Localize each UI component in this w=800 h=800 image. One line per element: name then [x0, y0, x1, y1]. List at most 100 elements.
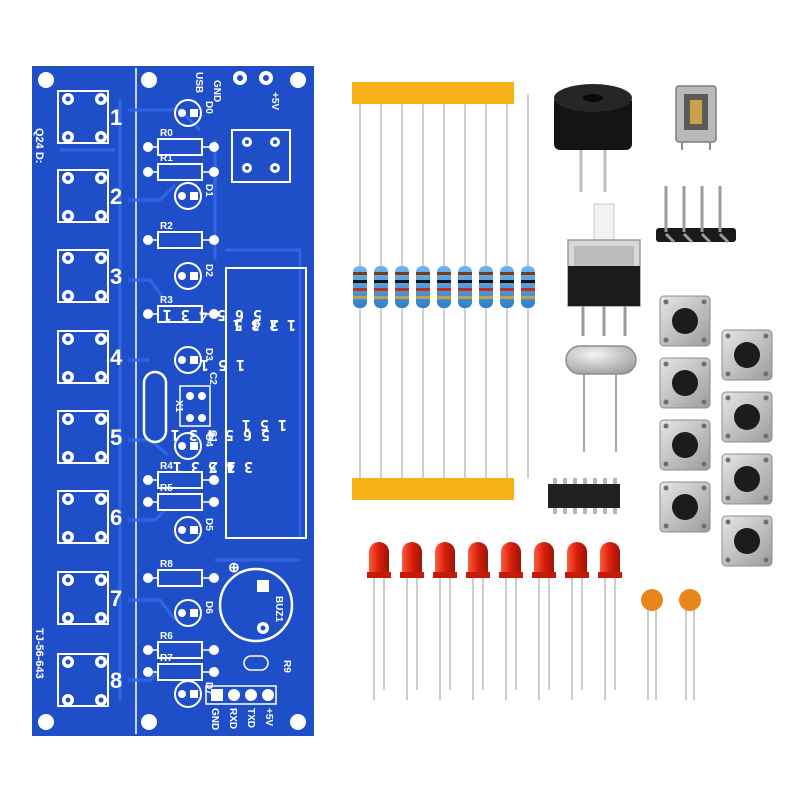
song-row-3: 1 5 1	[200, 356, 245, 374]
resistor-2	[395, 104, 409, 478]
ceramic-capacitors	[641, 589, 701, 700]
usb-header: USB GND +5V	[193, 71, 280, 110]
tactile-button-3	[659, 357, 711, 409]
pcb-resistor-2: R2	[143, 221, 219, 249]
buzzer-component	[554, 84, 632, 192]
tactile-buttons	[659, 295, 773, 567]
song-row-7: 1 2 3 1	[173, 458, 236, 476]
resistor-6	[479, 104, 493, 478]
pcb-led-1: D1	[174, 182, 214, 210]
led-label-3: D3	[203, 348, 214, 361]
tape-bottom	[352, 478, 514, 500]
crystal-footprint: X1	[142, 370, 184, 444]
cap-label-c1: C1	[207, 430, 218, 443]
cap-footprints: C2 C1	[179, 372, 218, 443]
song-row-0: 1 2 3 1	[233, 316, 296, 334]
led-1	[367, 542, 391, 700]
key-number-2: 2	[110, 184, 122, 209]
key-pad-7: 7	[57, 571, 122, 625]
key-pad-8: 8	[57, 653, 122, 707]
pcb-resistor-3: R3	[143, 295, 219, 323]
txd-label: TXD	[245, 708, 256, 728]
5v-label-bottom: +5V	[263, 708, 274, 726]
resistor-label-3: R3	[160, 295, 173, 306]
date-code: Q24 D:	[33, 128, 45, 163]
ceramic-cap-1	[641, 589, 663, 700]
key-pad-5: 5	[57, 410, 122, 464]
led-6	[532, 542, 556, 700]
song-row-6: 3 4 5	[208, 458, 253, 476]
key-pad-6: 6	[57, 490, 122, 544]
pcb-resistor-5: R5	[143, 483, 219, 511]
resistor-label-7: R6	[160, 631, 173, 642]
red-leds	[367, 542, 622, 700]
cap-label-c2: C2	[207, 372, 218, 385]
resistor-label-5: R5	[160, 483, 173, 494]
rxd-label: RXD	[227, 708, 238, 729]
resistor-5	[458, 104, 472, 478]
key-pad-1: 1	[57, 90, 122, 144]
key-pad-4: 4	[57, 330, 123, 384]
pcb-resistor-6: R8	[143, 559, 219, 587]
resistor-4	[437, 104, 451, 478]
board-id: TJ-56-643	[33, 628, 45, 679]
uart-header: GND RXD TXD +5V	[205, 685, 277, 730]
pcb-led-5: D5	[174, 516, 214, 544]
buzzer-plus-mark: ⊕	[228, 559, 240, 575]
key-pads: 1 2 3 4 5 6 7 8	[57, 90, 123, 707]
key-number-4: 4	[110, 345, 123, 370]
resistor-label-8: R7	[160, 653, 173, 664]
led-label-4: D4	[203, 434, 214, 447]
led-5	[499, 542, 523, 700]
crystal-label: X1	[173, 400, 184, 413]
pcb-led-7: D7	[174, 680, 214, 708]
key-number-6: 6	[110, 505, 122, 530]
resistor-1	[374, 104, 388, 478]
key-number-5: 5	[110, 425, 122, 450]
key-pad-3: 3	[57, 249, 122, 303]
pcb-resistor-4: R4	[143, 461, 219, 489]
chip-socket-top	[231, 129, 291, 183]
song-table: 1 2 3 13 4 55 6 5 4 3 11 5 11 5 15 6 5 4…	[163, 267, 307, 539]
tactile-button-5	[659, 419, 711, 471]
buzzer-footprint: ⊕ BUZ1	[218, 559, 294, 643]
r9-footprint: R9	[243, 655, 292, 673]
resistor-7	[500, 104, 514, 478]
led-label-0: D0	[203, 101, 214, 114]
tactile-button-4	[721, 391, 773, 443]
song-row-5: 5 6 5 4 3 1	[171, 426, 270, 444]
r9-label: R9	[281, 660, 292, 673]
pin-header	[656, 186, 736, 244]
resistor-label-1: R1	[160, 153, 173, 164]
resistor-strip	[352, 82, 514, 500]
pcb-led-2: D2	[174, 262, 214, 290]
led-label-1: D1	[203, 184, 214, 197]
tape-top	[352, 82, 514, 104]
resistor-label-6: R8	[160, 559, 173, 570]
led-8	[598, 542, 622, 700]
resistor-label-0: R0	[160, 128, 173, 139]
led-label-2: D2	[203, 264, 214, 277]
resistor-8	[521, 94, 535, 478]
led-label-7: D7	[203, 682, 214, 695]
song-row-1: 3 4 5	[234, 316, 279, 334]
tactile-button-1	[659, 295, 711, 347]
resistor-label-2: R2	[160, 221, 173, 232]
resistors	[353, 94, 535, 478]
song-row-4: 1 5 1	[242, 416, 287, 434]
resistor-label-4: R4	[160, 461, 173, 472]
led-4	[466, 542, 490, 700]
ic-chip	[548, 478, 620, 514]
buzzer-label: BUZ1	[273, 596, 284, 623]
led-3	[433, 542, 457, 700]
resistor-3	[416, 104, 430, 478]
mini-usb-connector	[675, 85, 717, 150]
pcb-resistor-1: R1	[143, 153, 219, 181]
mounting-holes	[38, 72, 306, 730]
crystal-component	[565, 345, 637, 452]
pcb-resistor-8: R7	[143, 653, 219, 681]
self-lock-switch	[567, 203, 641, 336]
